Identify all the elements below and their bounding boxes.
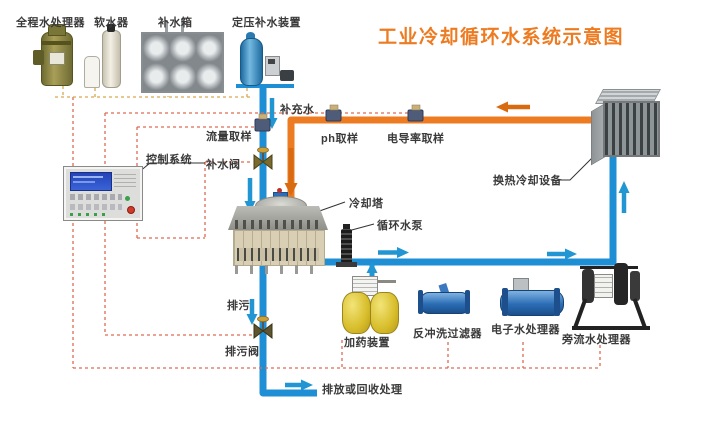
control-system-panel [63,166,143,221]
softener-illustration [84,24,124,88]
pressure-makeup-device-illustration [236,30,296,88]
sensors [254,104,424,132]
makeup-tank-illustration [141,18,224,93]
heat-exchanger-fins [603,101,660,157]
dosing-tank [370,292,399,334]
label-makeup-water: 补充水 [280,104,315,116]
label-cooling-tower: 冷却塔 [349,198,384,210]
flow-arrows-blue [244,98,630,391]
label-electronic-processor: 电子水处理器 [491,324,560,336]
blowdown-valve-icon [253,315,273,340]
label-makeup-tank: 补水箱 [158,17,193,29]
label-sidestream-processor: 旁流水处理器 [562,334,631,346]
label-pressure-device: 定压补水装置 [232,17,301,29]
makeup-blowdown-pipe [259,86,317,397]
makeup-valve-icon [253,146,273,171]
label-heat-exchanger: 换热冷却设备 [493,175,562,187]
pointer-lines [127,150,600,232]
main-circulating-pipe [316,156,617,266]
flow-sensor-icon [254,113,271,132]
label-blowdown: 排污 [227,300,250,312]
ph-sensor-icon [325,104,342,122]
electronic-water-processor-illustration [500,278,564,320]
conductivity-sensor-icon [407,104,424,122]
label-water-processor: 全程水处理器 [16,17,85,29]
dosing-device-illustration [340,276,402,334]
control-panel-stop-button [127,206,135,214]
label-dosing-device: 加药装置 [344,337,390,349]
label-flow-sampling: 流量取样 [206,131,252,143]
dosing-tank [342,292,371,334]
softener-resin-tank [102,30,121,88]
label-conductivity-sampling: 电导率取样 [387,133,445,145]
flow-arrows-orange [284,101,530,196]
water-processor-illustration [33,24,93,90]
pressure-tank [240,38,263,86]
backwash-filter-illustration [418,283,470,320]
diagram-title: 工业冷却循环水系统示意图 [378,27,625,48]
stainless-tank-panels [141,32,224,93]
label-blowdown-valve: 排污阀 [225,346,260,358]
sidestream-processor-illustration [570,262,652,332]
label-backwash-filter: 反冲洗过滤器 [413,328,482,340]
cooling-tower-illustration [227,188,329,282]
label-makeup-valve: 补水阀 [206,159,241,171]
circulating-pump-illustration [336,224,357,268]
control-panel-buttons [70,194,122,200]
label-control-system: 控制系统 [146,154,192,166]
label-ph-sampling: ph取样 [321,133,359,145]
softener-brine-tank [84,56,100,88]
label-discharge: 排放或回收处理 [322,384,403,396]
label-circulating-pump: 循环水泵 [377,220,423,232]
label-softener: 软水器 [94,17,129,29]
heat-exchanger-illustration [591,89,661,166]
